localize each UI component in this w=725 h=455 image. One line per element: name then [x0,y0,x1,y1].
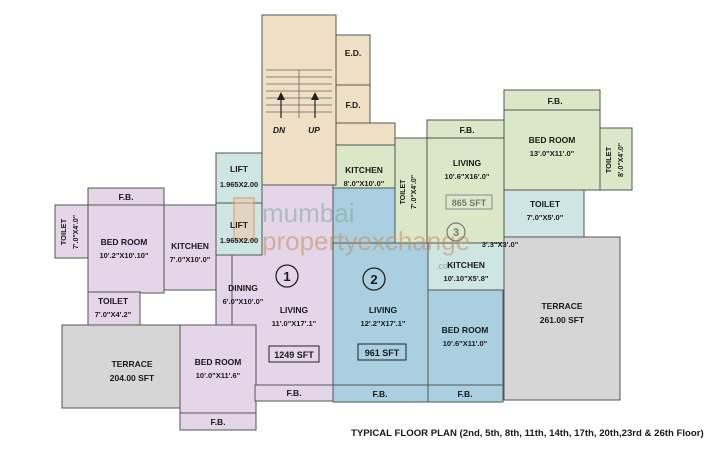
unit-1-terrace-name: TERRACE [111,359,152,369]
unit-3-number: 3 [453,227,459,239]
unit-2-number: 2 [370,272,377,287]
unit-3-toilet-3-name: TOILET [530,199,561,209]
unit-1-living-name: LIVING [280,305,309,315]
unit-1 [54,184,334,431]
unit-3-toilet-3-size: 7'.0"X5'.0" [527,213,564,222]
unit-1-number-badge [275,264,299,288]
unit-3-number-badge [446,222,466,242]
electric-duct [335,34,371,86]
unit-3-toilet-right [599,127,633,191]
watermark-suffix: .com [436,261,456,271]
lift-1 [215,152,263,204]
unit-1-toilet-top-name: TOILET [59,218,68,245]
unit-2-bedroom-size: 10'.6"X11'.0" [443,339,488,348]
unit-1-terrace [61,324,181,409]
unit-3-bedroom-name: BED ROOM [529,135,576,145]
unit-2-living-size: 12'.2"X17'.1" [361,319,406,328]
unit-3-living-size: 10'.6"X16'.0" [445,172,490,181]
unit-2-bedroom-name: BED ROOM [442,325,489,335]
lift-2-label: LIFT [230,220,249,230]
unit-2-bedroom [427,289,504,386]
unit-3-toilet-right-size: 8'.0"X4'.0" [618,143,625,177]
fd-label: F.D. [345,100,360,110]
unit-2-fb-living-label: F.B. [372,389,387,399]
unit-2-kitchen-name: KITCHEN [345,165,383,175]
unit-1-number: 1 [283,269,290,284]
unit-3-kitchen [427,242,505,291]
unit-1-bedroom-2-size: 10'.0"X11'.6" [196,371,241,380]
unit-1-toilet-top [54,204,90,259]
unit-3-utility-size: 3'.3"X3'.0" [482,240,519,249]
watermark: mumbai propertyexchange .com [233,197,470,271]
lift-1-size: 1.965X2.00 [220,180,258,189]
unit-1-toilet-2-name: TOILET [98,296,129,306]
unit-1-terrace-size: 204.00 SFT [110,373,155,383]
unit-1-toilet-2-size: 7'.0"X4'.2" [95,310,132,319]
stair-up-label: UP [308,125,320,135]
floor-plan-caption: TYPICAL FLOOR PLAN (2nd, 5th, 8th, 11th,… [351,428,704,439]
unit-3-toilet-3 [503,189,585,238]
unit-1-area-box [268,345,320,363]
unit-3-terrace-name: TERRACE [541,301,582,311]
unit-3-terrace-size: 261.00 SFT [540,315,585,325]
unit-3-area: 865 SFT [452,198,487,208]
unit-3-bedroom-size: 13'.0"X11'.0" [530,149,575,158]
up-arrowhead-icon [311,92,319,100]
unit-2-living-name: LIVING [369,305,398,315]
unit-1-fb-living-label: F.B. [286,388,301,398]
unit-3-kitchen-name: KITCHEN [447,260,485,270]
unit-1-living-size: 11'.0"X17'.1" [272,319,317,328]
unit-3-terrace [503,236,621,401]
unit-3 [394,89,633,401]
unit-2-area: 961 SFT [365,348,400,358]
unit-3-kitchen-size: 10'.10"X5'.8" [444,274,489,283]
watermark-line-2: propertyexchange [262,226,470,256]
unit-2-fb-bed-label: F.B. [457,389,472,399]
unit-3-area-box [445,194,493,210]
unit-1-bedroom-1 [87,204,165,294]
unit-1-dining-size: 6'.0"X10'.0" [223,297,264,306]
fire-duct [335,84,371,124]
unit-3-toilet-small-size: 7'.0"X4'.0" [411,175,418,209]
lobby-strip [335,122,396,146]
unit-1-kitchen [163,204,217,291]
unit-1-fb-bed-label: F.B. [210,417,225,427]
stair-treads [266,69,332,118]
watermark-logo-icon [233,197,255,241]
unit-2-area-box [357,343,407,361]
unit-2-kitchen-size: 8'.0"X10'.0" [344,179,385,188]
unit-1-bedroom-2 [179,324,257,414]
unit-1-kitchen-size: 7'.0"X10'.0" [170,255,211,264]
unit-1-fb-top-label: F.B. [118,192,133,202]
ed-label: E.D. [345,48,362,58]
unit-1-dining-name: DINING [228,283,258,293]
down-arrowhead-icon [277,92,285,100]
unit-1-toilet-top-size: 7'.0"X4'.0" [73,215,80,249]
unit-3-living-name: LIVING [453,158,482,168]
unit-1-fb-bed [179,412,257,431]
unit-2-living [332,242,429,386]
unit-1-bedroom-1-size: 10'.2"X10'.10" [99,251,148,260]
unit-3-fb-living-label: F.B. [459,125,474,135]
unit-2-number-badge [362,267,386,291]
watermark-line-1: mumbai [262,198,354,228]
lift-1-label: LIFT [230,164,249,174]
unit-3-toilet-right-name: TOILET [604,146,613,173]
unit-3-fb-bed-label: F.B. [547,96,562,106]
unit-2 [332,144,504,403]
unit-1-area: 1249 SFT [274,350,314,360]
unit-1-bedroom-2-name: BED ROOM [195,357,242,367]
unit-1-kitchen-name: KITCHEN [171,241,209,251]
lift-2-size: 1.965X2.00 [220,236,258,245]
unit-3-toilet-small-name: TOILET [400,179,407,204]
stair-down-label: DN [273,125,286,135]
unit-1-bedroom-1-name: BED ROOM [101,237,148,247]
unit-2-fb-bed [427,384,504,403]
